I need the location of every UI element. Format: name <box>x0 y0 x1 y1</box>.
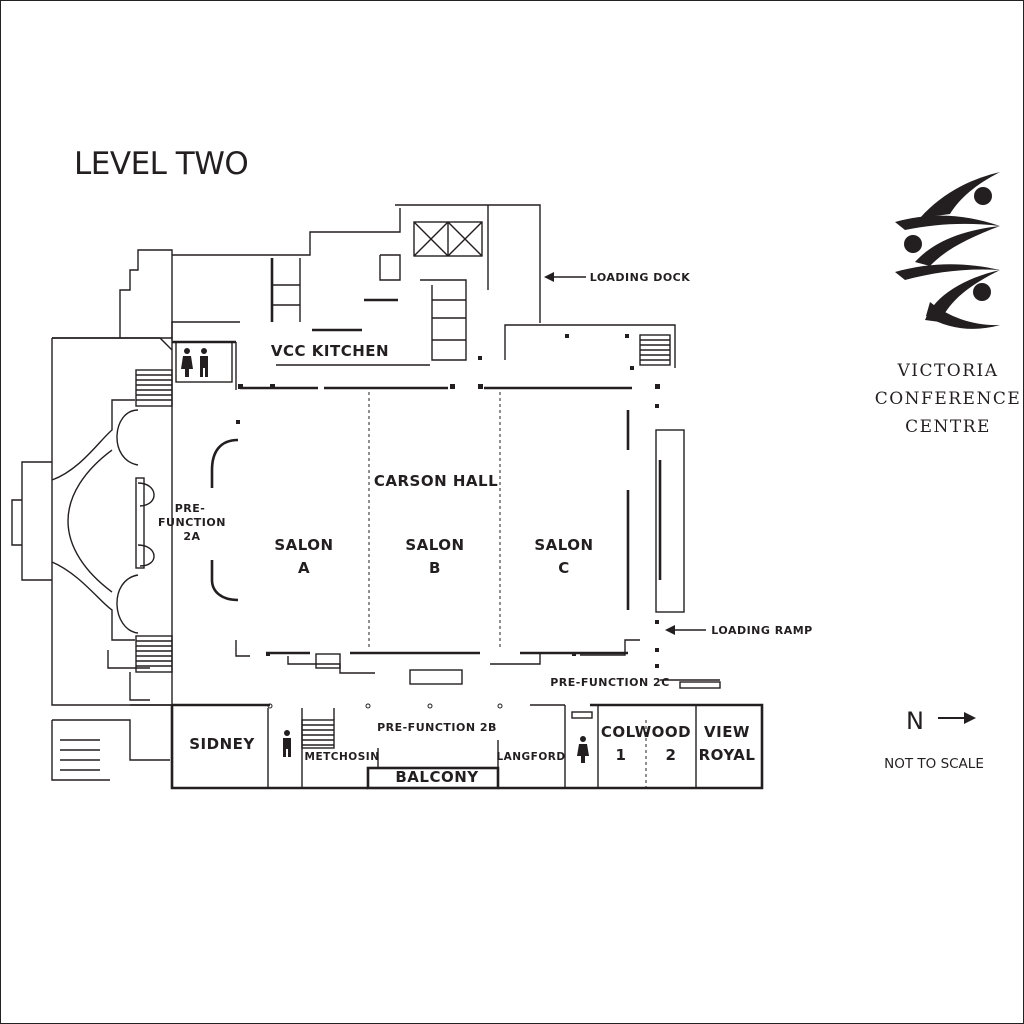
room-label-metchosin: METCHOSIN <box>305 751 380 763</box>
room-label-sidney: SIDNEY <box>189 735 255 753</box>
west-wing-walls <box>11 337 173 781</box>
room-label-colwood-1: 1 <box>616 746 627 764</box>
room-label-vcc-kitchen: VCC KITCHEN <box>271 342 389 360</box>
arrow-left-icon <box>544 272 586 282</box>
room-label-salon-a-letter: A <box>298 559 310 577</box>
loading-ramp-label: LOADING RAMP <box>711 624 812 637</box>
room-label-salon-c-letter: C <box>558 559 570 577</box>
arrow-right-icon <box>938 712 976 724</box>
stairs-south <box>135 635 173 673</box>
room-label-view-royal-line2: ROYAL <box>699 746 756 764</box>
column-markers <box>236 334 660 709</box>
logo-text-line2: CONFERENCE <box>875 389 1022 409</box>
not-to-scale-note: NOT TO SCALE <box>884 756 984 772</box>
room-label-salon-a: SALON <box>274 536 333 554</box>
kitchen-service-walls <box>119 204 676 390</box>
south-meeting-rooms <box>170 703 764 790</box>
room-label-colwood: COLWOOD <box>601 723 691 741</box>
logo-text-line1: VICTORIA <box>896 361 998 381</box>
loading-dock-label: LOADING DOCK <box>590 271 691 284</box>
arrow-left-icon <box>665 625 706 635</box>
vcc-logo-icon <box>895 172 1000 329</box>
room-label-prefunction-2a-line2: FUNCTION <box>158 516 226 529</box>
room-label-langford: LANGFORD <box>496 751 565 763</box>
logo-text-line3: CENTRE <box>905 417 991 437</box>
mens-restroom-icon <box>283 730 291 757</box>
room-label-salon-b-letter: B <box>429 559 441 577</box>
restroom-north <box>175 341 233 383</box>
room-label-prefunction-2c: PRE-FUNCTION 2C <box>550 676 670 689</box>
room-label-salon-b: SALON <box>405 536 464 554</box>
womens-restroom-icon <box>577 736 589 763</box>
room-label-colwood-2: 2 <box>666 746 677 764</box>
loading-ramp-callout: LOADING RAMP <box>665 624 812 637</box>
room-label-prefunction-2b: PRE-FUNCTION 2B <box>377 721 497 734</box>
room-label-salon-c: SALON <box>534 536 593 554</box>
compass-north-label: N <box>906 707 924 735</box>
page-title: LEVEL TWO <box>74 146 249 182</box>
room-label-view-royal-line1: VIEW <box>704 723 750 741</box>
room-label-prefunction-2a-line1: PRE- <box>175 502 206 515</box>
room-label-prefunction-2a-line3: 2A <box>183 530 200 543</box>
room-label-balcony: BALCONY <box>395 768 479 786</box>
carson-hall-walls <box>210 386 721 689</box>
restroom-icon <box>181 348 208 377</box>
room-label-carson-hall: CARSON HALL <box>374 472 498 490</box>
loading-dock-callout: LOADING DOCK <box>544 271 690 284</box>
stairs-north <box>135 369 173 407</box>
